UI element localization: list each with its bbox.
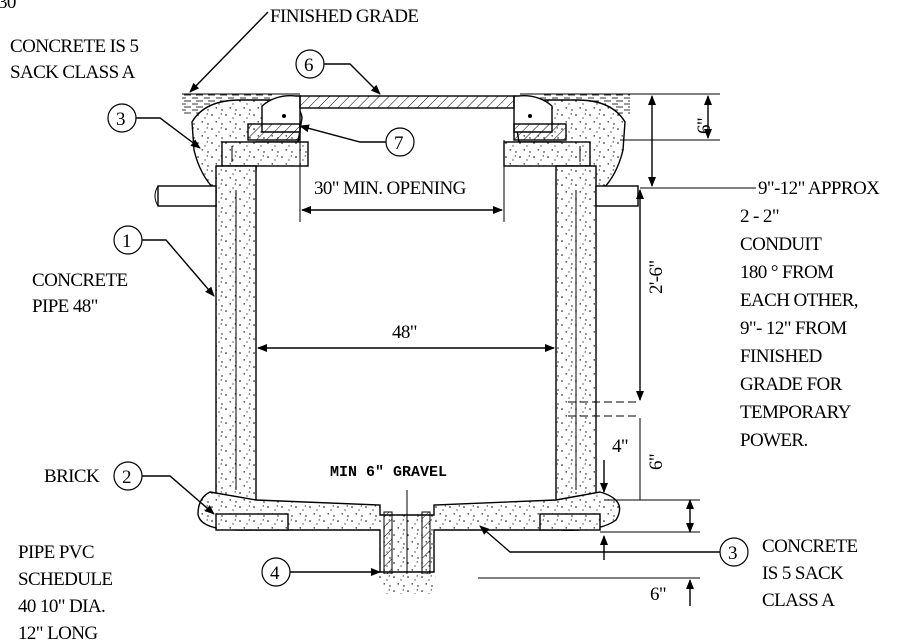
conduit-left — [154, 185, 217, 207]
svg-text:2: 2 — [122, 467, 132, 488]
callout-2: 2 — [113, 461, 215, 515]
svg-text:40 10" DIA.: 40 10" DIA. — [18, 596, 105, 617]
brick-label: BRICK — [44, 466, 100, 487]
dim-conduit-offset-label: 4" — [612, 436, 628, 457]
callout-7: 7 — [299, 124, 415, 157]
dim-mid-depth-label: 2'-6" — [646, 260, 667, 294]
concrete-top-label-1: CONCRETE IS 5 — [10, 36, 138, 57]
brick-ring-right — [503, 141, 591, 167]
svg-text:3: 3 — [728, 543, 738, 564]
top-left-fragment: 30 — [0, 0, 16, 13]
callout-1: 1 — [113, 225, 215, 297]
callout-3-bottom: 3 — [479, 525, 749, 567]
svg-text:FINISHED: FINISHED — [740, 346, 822, 367]
concrete-top-label-2: SACK CLASS A — [10, 62, 136, 83]
dim-top-depth-label: 6" — [694, 118, 715, 134]
svg-text:CONCRETE: CONCRETE — [762, 536, 857, 557]
svg-text:CONDUIT: CONDUIT — [740, 234, 822, 255]
gravel-label: MIN 6" GRAVEL — [330, 464, 447, 481]
manhole-frame — [247, 95, 567, 141]
brick-base-right — [539, 513, 601, 531]
svg-text:SCHEDULE: SCHEDULE — [18, 569, 112, 590]
brick-base-left — [215, 513, 289, 531]
dim-min-opening-label: 30" MIN. OPENING — [314, 178, 467, 199]
concrete-base — [197, 491, 621, 573]
svg-text:GRADE FOR: GRADE FOR — [740, 374, 843, 395]
callout-4: 4 — [261, 557, 381, 587]
dim-vertical-right — [478, 95, 740, 606]
dim-bottom-depth-label: 6" — [650, 584, 666, 605]
conduit-right — [595, 185, 639, 207]
svg-text:9"-12" APPROX: 9"-12" APPROX — [758, 178, 880, 199]
callout-3-top: 3 — [107, 103, 201, 149]
svg-text:PIPE PVC: PIPE PVC — [18, 542, 94, 563]
dim-min-opening — [299, 140, 505, 222]
svg-text:2 - 2": 2 - 2" — [740, 206, 779, 227]
svg-text:1: 1 — [122, 231, 132, 252]
svg-text:6: 6 — [304, 55, 314, 76]
svg-text:7: 7 — [394, 133, 404, 154]
concrete-pipe-label-1: CONCRETE — [32, 270, 127, 291]
svg-text:IS 5 SACK: IS 5 SACK — [762, 563, 844, 584]
brick-ring-left — [221, 141, 309, 167]
pvc-label: PIPE PVC SCHEDULE 40 10" DIA. 12" LONG — [18, 542, 113, 644]
svg-text:4: 4 — [270, 563, 280, 584]
conduit-note: 9"-12" APPROX 2 - 2" CONDUIT 180 ° FROM … — [708, 178, 881, 451]
svg-text:180 ° FROM: 180 ° FROM — [740, 262, 834, 283]
concrete-pipe-label-2: PIPE 48" — [32, 296, 98, 317]
svg-text:12" LONG: 12" LONG — [18, 623, 98, 644]
svg-text:9"- 12" FROM: 9"- 12" FROM — [740, 318, 847, 339]
dim-lower-depth-label: 6" — [646, 454, 667, 470]
svg-text:EACH OTHER,: EACH OTHER, — [740, 290, 858, 311]
svg-text:TEMPORARY: TEMPORARY — [740, 402, 852, 423]
dim-inner-width-label: 48" — [392, 322, 417, 343]
svg-text:CLASS A: CLASS A — [762, 590, 835, 611]
finished-grade-label: FINISHED GRADE — [270, 6, 418, 27]
svg-text:POWER.: POWER. — [740, 430, 808, 451]
svg-text:3: 3 — [116, 109, 126, 130]
callout-6: 6 — [295, 49, 381, 95]
concrete-bottom-label: CONCRETE IS 5 SACK CLASS A — [762, 536, 858, 611]
manhole-cover — [299, 95, 515, 109]
conduit-stub-right — [568, 401, 640, 417]
pvc-drain-pipe — [378, 490, 436, 594]
